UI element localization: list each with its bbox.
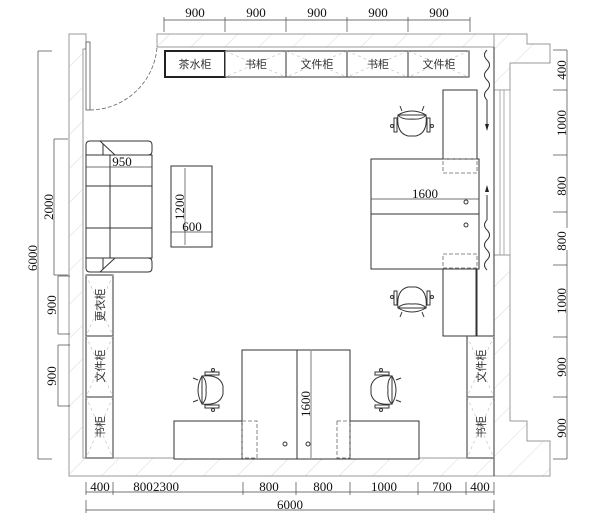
coffee-table-width-label: 600	[182, 219, 202, 234]
right-dimensions: 400 1000 800 800 1000 900 900	[553, 49, 569, 460]
right-cabinet-column: 文件柜 书柜	[466, 335, 495, 459]
dim-label: 400	[90, 479, 110, 494]
chair-right-bottom	[390, 286, 434, 318]
desk-center-left	[241, 349, 298, 460]
dim-label: 400	[470, 479, 490, 494]
curtains	[484, 49, 490, 271]
dim-label: 1000	[554, 110, 569, 136]
desk-bottom	[370, 213, 480, 270]
window-frame	[493, 89, 511, 256]
chair-bottom-right	[370, 368, 402, 412]
dim-label: 700	[432, 479, 452, 494]
dim-label: 6000	[277, 497, 303, 512]
dim-label: 6000	[25, 245, 40, 271]
left-wall	[68, 33, 495, 477]
dim-label: 800	[313, 479, 333, 494]
cabinet-label: 书柜	[245, 58, 267, 71]
dim-label: 2000	[41, 194, 56, 220]
desk-width-label: 1600	[412, 186, 438, 201]
coffee-table-length-label: 1200	[172, 194, 187, 220]
dim-label: 800	[554, 176, 569, 196]
door-swing-arc	[89, 46, 158, 111]
dim-label: 800	[133, 479, 153, 494]
dim-label: 900	[554, 357, 569, 377]
chair-bottom-left	[192, 368, 224, 412]
right-wall-upper	[493, 33, 551, 91]
sofa-depth-label: 950	[112, 154, 132, 169]
coffee-table: 1200 600	[170, 165, 213, 248]
dim-label: 2300	[153, 479, 179, 494]
cabinet-label: 茶水柜	[179, 58, 212, 71]
desk-side-right	[349, 420, 420, 460]
dim-label: 800	[554, 231, 569, 251]
dim-label: 900	[368, 5, 388, 20]
bottom-dimensions: 400 800 2300 800 800 1000 700 400 6000	[85, 479, 495, 513]
bottom-desk-cluster: 1600	[173, 349, 420, 460]
top-dimensions: 900 900 900 900 900	[163, 5, 471, 32]
cabinet-label: 书柜	[367, 58, 389, 71]
top-cabinet-row: 茶水柜 书柜 文件柜 书柜 文件柜	[164, 50, 470, 78]
dim-label: 900	[554, 418, 569, 438]
dim-label: 900	[429, 5, 449, 20]
cabinet-label: 书柜	[94, 416, 107, 438]
cabinet-label: 文件柜	[301, 57, 334, 71]
dim-label: 1000	[371, 479, 397, 494]
curtain-bottom	[484, 219, 490, 271]
curtain-arrow-up-icon	[485, 185, 489, 192]
curtain-top	[484, 49, 490, 101]
cabinet-label: 更衣柜	[93, 289, 107, 322]
top-wall	[156, 33, 495, 48]
right-wall-lower	[493, 254, 551, 477]
desk-top	[370, 158, 480, 215]
dim-label: 900	[185, 5, 205, 20]
cabinet-tea	[164, 50, 226, 78]
dim-label: 900	[307, 5, 327, 20]
dim-label: 800	[259, 479, 279, 494]
curtain-arrow-down-icon	[485, 124, 489, 131]
desk-center-right	[296, 349, 351, 460]
dim-label: 900	[246, 5, 266, 20]
right-desk-cluster: 1600	[370, 89, 480, 337]
left-cabinet-column: 更衣柜 文件柜 书柜	[85, 274, 114, 459]
door-leaf	[85, 41, 91, 111]
cabinet-label: 文件柜	[474, 350, 488, 383]
dim-label: 900	[44, 295, 59, 315]
cabinet-label: 文件柜	[93, 350, 107, 383]
left-dimensions: 6000 2000 900 900	[25, 50, 70, 460]
cabinet-label: 文件柜	[423, 57, 456, 71]
dim-label: 900	[44, 366, 59, 386]
desk-side-left	[173, 420, 244, 460]
dim-label: 400	[554, 60, 569, 80]
entrance-door	[85, 41, 158, 111]
cabinet-label: 书柜	[475, 416, 488, 438]
chair-right-top	[390, 105, 434, 137]
dim-label: 1000	[554, 288, 569, 314]
desk-length-label: 1600	[298, 391, 313, 417]
sofa: 950	[85, 140, 153, 273]
